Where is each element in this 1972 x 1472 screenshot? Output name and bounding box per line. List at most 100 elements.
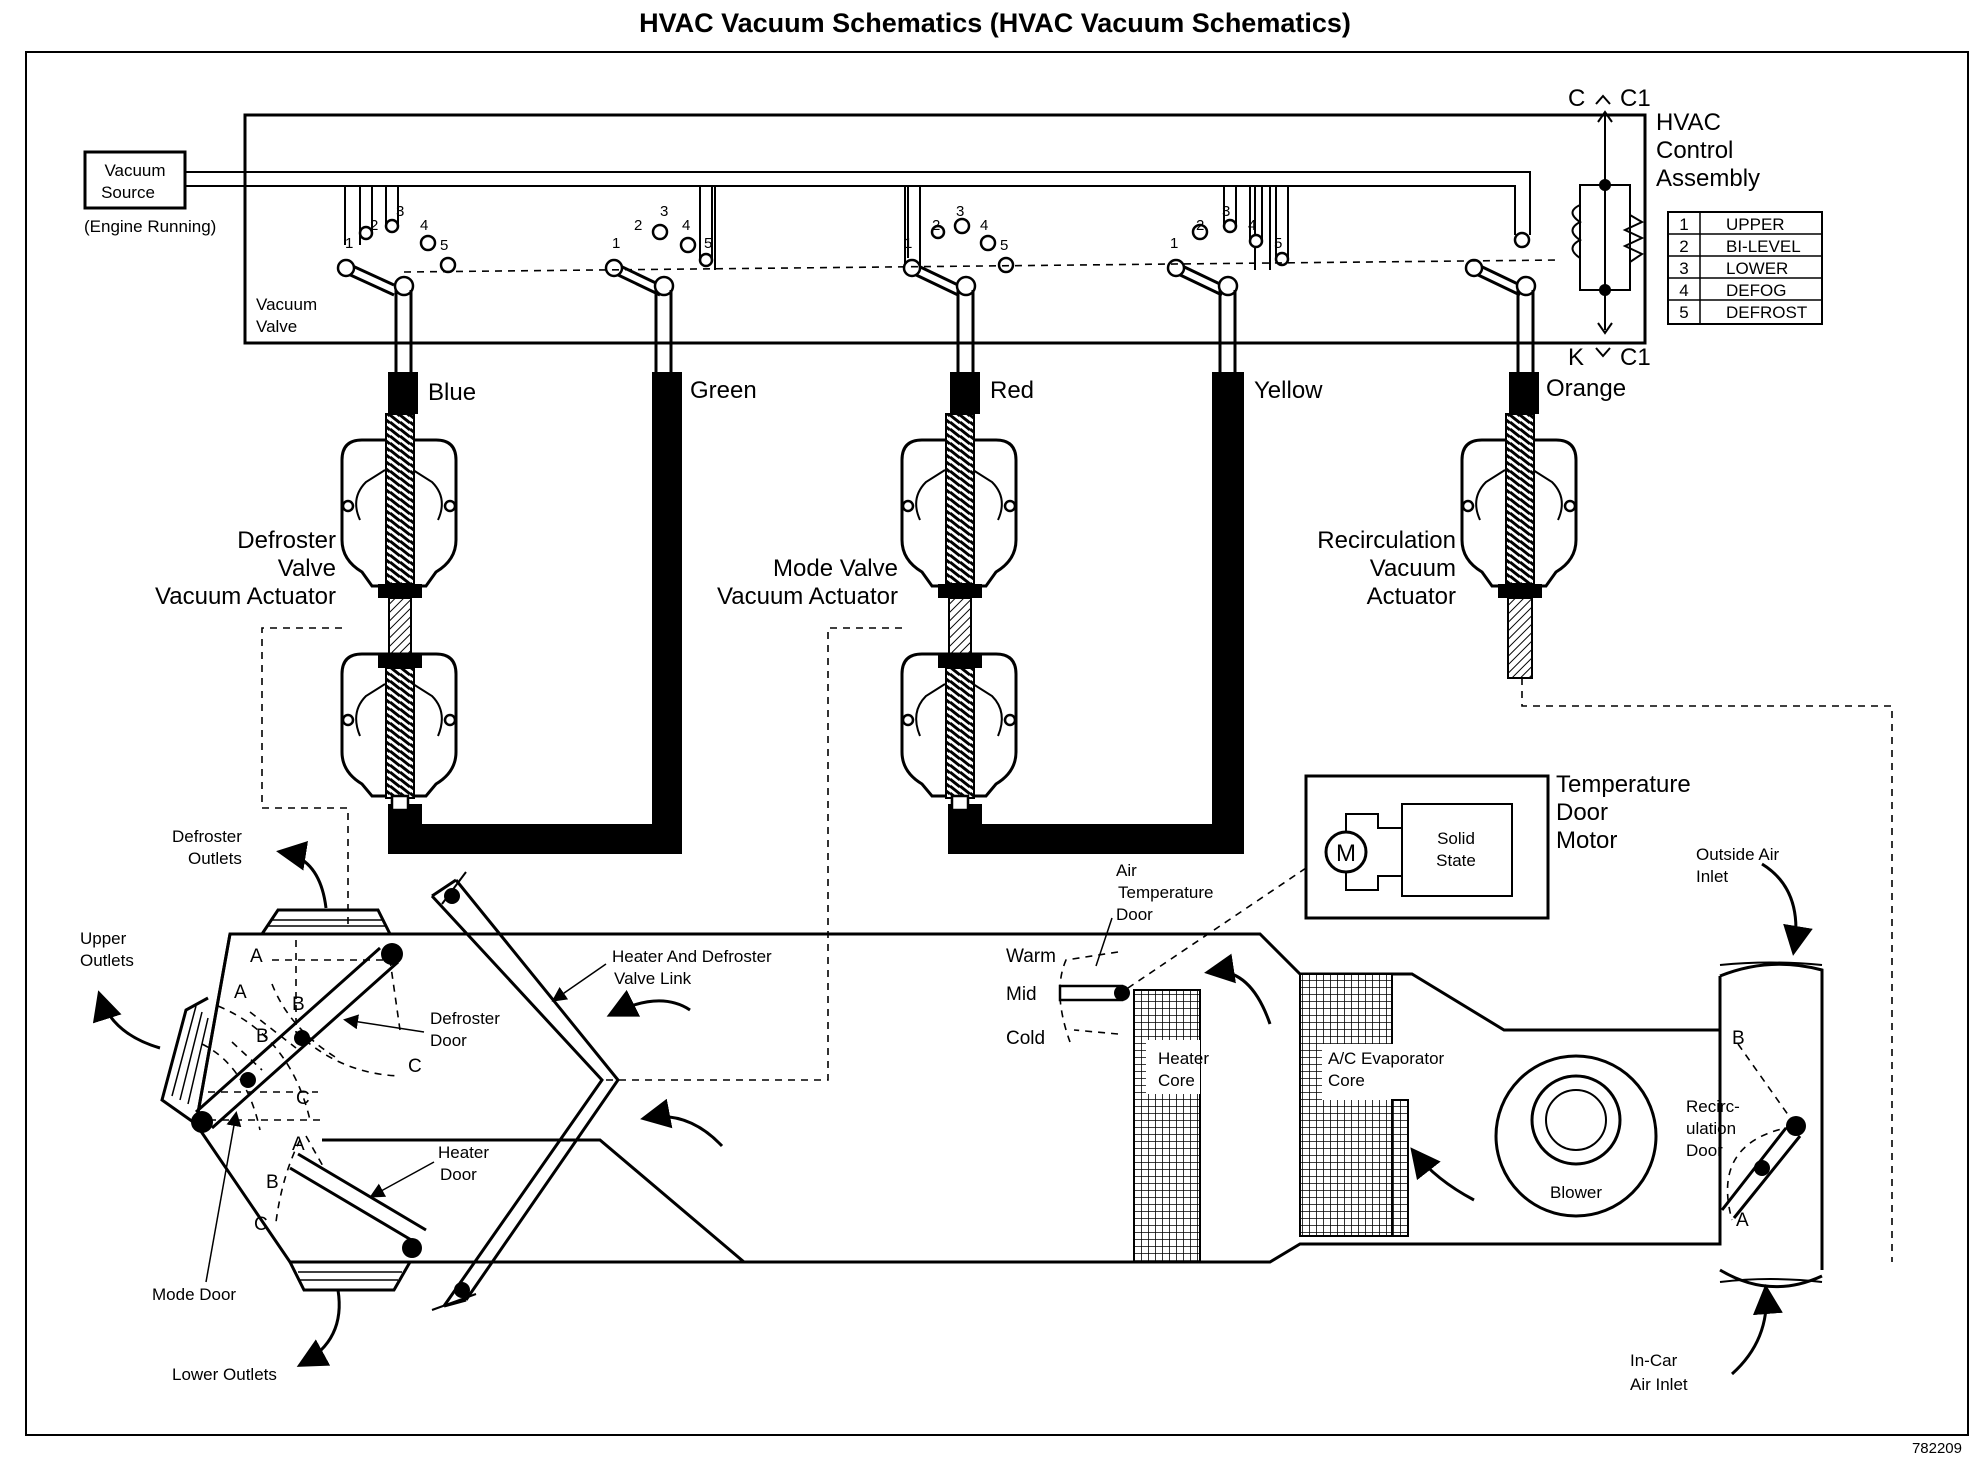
defroster-vacuum-actuator (340, 413, 458, 812)
pos-label: B (292, 994, 305, 1015)
svg-text:5: 5 (440, 237, 448, 254)
pos-label: B (1732, 1028, 1745, 1049)
pos-label: B (256, 1026, 269, 1047)
outer-frame (25, 51, 1969, 1436)
svg-text:Core: Core (1158, 1071, 1195, 1090)
mode-door (191, 943, 403, 1133)
recirc-link-dashed (1521, 678, 1893, 1262)
hose-yellow: Yellow (948, 372, 1323, 854)
cold-label: Cold (1006, 1028, 1045, 1049)
airflow-arrows (92, 840, 1813, 1376)
valve-link (430, 871, 620, 1311)
recirculation-vacuum-actuator (1460, 413, 1578, 679)
svg-text:Air Inlet: Air Inlet (1630, 1375, 1688, 1394)
hose-red: Red (950, 372, 1034, 414)
control-solenoid: C C1 K C1 (1568, 85, 1651, 371)
legend-row: 3 LOWER (1679, 259, 1788, 278)
svg-text:Vacuum Actuator: Vacuum Actuator (155, 583, 336, 610)
pos-label: A (234, 982, 247, 1003)
svg-text:Outlets: Outlets (80, 951, 134, 970)
svg-text:4: 4 (1248, 217, 1256, 234)
svg-text:2: 2 (1679, 237, 1688, 256)
svg-text:Valve: Valve (278, 555, 336, 582)
heater-core: Heater Core (1133, 989, 1209, 1263)
temperature-door-motor: M Solid State (1304, 774, 1550, 920)
mode-door-label: Mode Door (152, 1285, 236, 1304)
svg-text:1: 1 (345, 235, 353, 252)
defroster-outlets-label: Defroster (172, 827, 242, 846)
svg-text:4: 4 (420, 217, 428, 234)
mid-label: Mid (1006, 984, 1037, 1005)
hose-orange: Orange (1509, 372, 1626, 414)
hose-green: Green (388, 372, 757, 854)
svg-text:Orange: Orange (1546, 375, 1626, 402)
air-temperature-door (1058, 951, 1130, 1043)
valve-group-orange (1464, 231, 1537, 372)
hvac-case (194, 932, 1722, 1264)
temp-motor-label: Temperature (1556, 771, 1691, 798)
vacuum-supply-line (185, 171, 1531, 235)
svg-text:DEFOG: DEFOG (1726, 281, 1786, 300)
temp-motor-link-dashed (1127, 867, 1307, 989)
legend-row: 5 DEFROST (1679, 303, 1807, 322)
lower-outlets-label: Lower Outlets (172, 1365, 277, 1384)
svg-text:Door: Door (440, 1165, 477, 1184)
lower-outlets-duct (288, 1261, 412, 1292)
svg-text:Red: Red (990, 377, 1034, 404)
recirculation-door (1720, 1043, 1806, 1221)
svg-text:4: 4 (1679, 281, 1688, 300)
svg-text:State: State (1436, 851, 1476, 870)
outside-air-label: Outside Air (1696, 845, 1779, 864)
svg-text:1: 1 (1679, 215, 1688, 234)
valve-group-blue: 1 2 3 4 5 (336, 186, 457, 372)
svg-text:Door: Door (1556, 799, 1608, 826)
svg-text:4: 4 (980, 217, 988, 234)
svg-text:2: 2 (1196, 217, 1204, 234)
heater-door-label: Heater (438, 1143, 489, 1162)
svg-text:Door: Door (430, 1031, 467, 1050)
svg-text:Outlets: Outlets (188, 849, 242, 868)
evaporator-core: A/C Evaporator Core (1299, 973, 1445, 1237)
control-assembly-label: HVAC (1656, 109, 1721, 136)
recirc-door-label: Recirc- (1686, 1097, 1740, 1116)
defroster-link-dashed (261, 627, 349, 930)
svg-text:Motor: Motor (1556, 827, 1617, 854)
svg-text:3: 3 (660, 203, 668, 220)
legend-row: 2 BI-LEVEL (1679, 237, 1800, 256)
air-temp-door-label: Air (1116, 861, 1137, 880)
svg-text:Assembly: Assembly (1656, 165, 1760, 192)
svg-text:Vacuum: Vacuum (104, 161, 165, 180)
svg-text:Vacuum: Vacuum (1370, 555, 1456, 582)
valve-group-green: 1 2 3 4 5 (604, 186, 714, 372)
svg-text:Source: Source (101, 183, 155, 202)
svg-text:5: 5 (1679, 303, 1688, 322)
valve-group-red: 1 2 3 4 5 (902, 186, 1015, 372)
svg-text:Actuator: Actuator (1367, 583, 1456, 610)
svg-text:Blue: Blue (428, 379, 476, 406)
svg-text:3: 3 (1679, 259, 1688, 278)
svg-text:Door: Door (1686, 1141, 1723, 1160)
svg-text:Blower: Blower (1550, 1183, 1602, 1202)
valve-lever-linkage (403, 259, 1561, 273)
pos-label: C (296, 1088, 310, 1109)
connector-bottom-letter: K (1568, 344, 1584, 371)
blower: Blower (1494, 1054, 1658, 1218)
svg-text:1: 1 (612, 235, 620, 252)
svg-text:Inlet: Inlet (1696, 867, 1728, 886)
svg-text:Solid: Solid (1437, 829, 1475, 848)
svg-text:BI-LEVEL: BI-LEVEL (1726, 237, 1801, 256)
warm-label: Warm (1006, 946, 1056, 967)
svg-text:5: 5 (1274, 235, 1282, 252)
defroster-outlets-duct (260, 908, 392, 935)
vacuum-source: Vacuum Source (Engine Running) (83, 150, 216, 236)
defroster-actuator-label: Defroster (237, 527, 336, 554)
valve-link-label: Heater And Defroster (612, 947, 772, 966)
hose-blue: Blue (388, 372, 476, 414)
pos-label: C (408, 1056, 422, 1077)
recirc-actuator-label: Recirculation (1317, 527, 1456, 554)
pos-label: A (1736, 1210, 1749, 1231)
svg-text:Valve: Valve (256, 317, 297, 336)
engine-running-note: (Engine Running) (84, 217, 216, 236)
svg-text:1: 1 (1170, 235, 1178, 252)
